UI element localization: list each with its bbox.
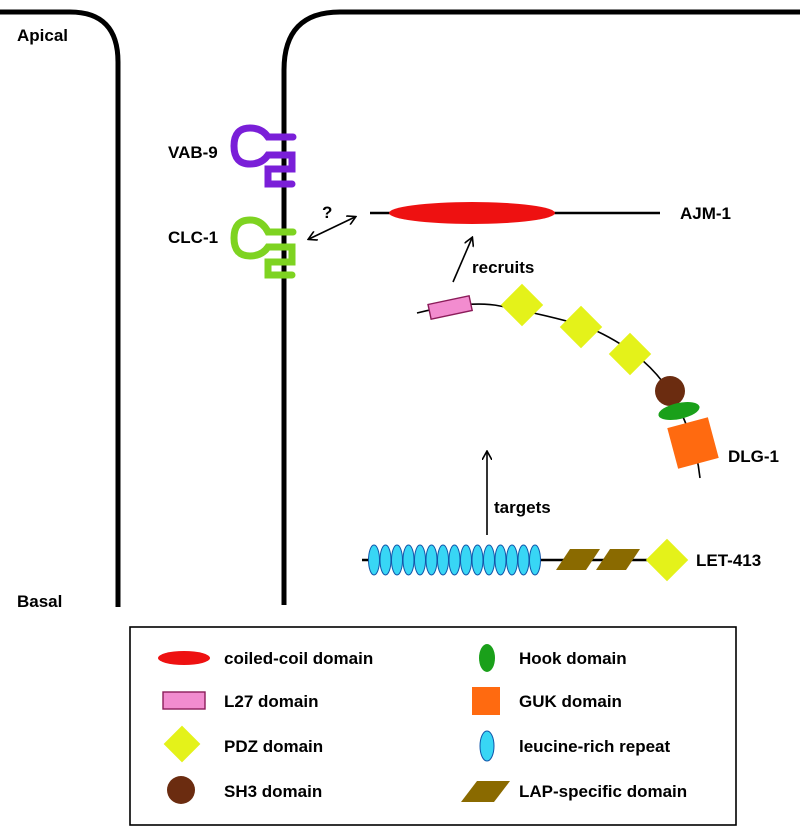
recruits-label: recruits: [472, 258, 534, 277]
lrr-icon: [479, 730, 495, 762]
let413-lap-domain-2: [596, 549, 640, 570]
leucine-rich-repeat: [437, 544, 449, 576]
leucine-rich-repeat: [471, 544, 484, 576]
leucine-rich-repeat: [460, 544, 472, 576]
let413-label: LET-413: [696, 551, 761, 570]
guk-icon: [472, 687, 500, 715]
legend-box: [129, 626, 737, 826]
clc1-label: CLC-1: [168, 228, 218, 247]
leucine-rich-repeat: [483, 544, 495, 576]
lap-icon: [461, 781, 510, 802]
dlg1-guk-domain: [667, 417, 719, 469]
let413-lap-domain-1: [556, 549, 600, 570]
leucine-rich-repeat: [379, 544, 392, 576]
dlg1-sh3-domain: [655, 376, 685, 406]
clc1-protein: [230, 216, 297, 279]
leucine-rich-repeat: [517, 544, 530, 576]
legend-guk-label: GUK domain: [519, 692, 622, 711]
legend-sh3-label: SH3 domain: [224, 782, 322, 801]
l27-icon: [162, 691, 206, 710]
dlg1-pdz-domain-3: [608, 332, 652, 376]
let413-leucine-rich-repeats: [368, 544, 541, 576]
dlg1-hook-domain: [658, 402, 700, 420]
legend: coiled-coil domain L27 domain PDZ domain…: [129, 626, 737, 826]
right-cell-membrane: [281, 9, 800, 605]
leucine-rich-repeat: [368, 544, 380, 576]
leucine-rich-repeat: [494, 544, 507, 576]
apical-label: Apical: [17, 26, 68, 45]
recruits-arrow: [452, 238, 472, 283]
leucine-rich-repeat: [402, 544, 415, 576]
uncertain-interaction-arrow: [309, 217, 355, 239]
ajm1-coiled-coil: [389, 202, 555, 224]
legend-lrr-label: leucine-rich repeat: [519, 737, 671, 756]
legend-lap-label: LAP-specific domain: [519, 782, 687, 801]
leucine-rich-repeat: [391, 544, 403, 576]
sh3-icon: [167, 776, 195, 804]
legend-pdz-label: PDZ domain: [224, 737, 323, 756]
targets-label: targets: [494, 498, 551, 517]
ajm1-label: AJM-1: [680, 204, 731, 223]
legend-hook-label: Hook domain: [519, 649, 627, 668]
hook-icon: [479, 644, 495, 672]
let413-pdz-domain: [645, 538, 689, 582]
legend-l27-label: L27 domain: [224, 692, 318, 711]
left-cell-membrane: [0, 9, 121, 607]
vab9-protein: [230, 124, 297, 188]
dlg1-pdz-domain-2: [559, 305, 603, 349]
question-mark: ?: [322, 203, 332, 222]
coiled-coil-icon: [158, 651, 210, 665]
legend-coiled-coil-label: coiled-coil domain: [224, 649, 373, 668]
leucine-rich-repeat: [506, 544, 518, 576]
dlg1-label: DLG-1: [728, 447, 779, 466]
basal-label: Basal: [17, 592, 62, 611]
leucine-rich-repeat: [414, 544, 426, 576]
vab9-label: VAB-9: [168, 143, 218, 162]
dlg1-pdz-domain-1: [500, 283, 544, 327]
leucine-rich-repeat: [529, 544, 541, 576]
leucine-rich-repeat: [425, 544, 438, 576]
leucine-rich-repeat: [448, 544, 461, 576]
dlg1-l27-domain: [427, 294, 474, 321]
pdz-icon: [163, 725, 201, 763]
